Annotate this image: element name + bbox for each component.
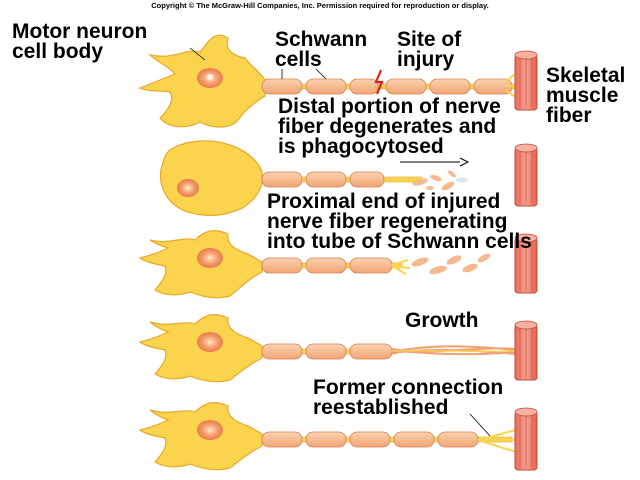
label-schwann-cells: Schwann cells (275, 28, 368, 71)
schwann-cell (349, 78, 379, 95)
neuron-cell-body-swollen (159, 140, 263, 216)
arrow-head-icon (459, 157, 470, 167)
schwann-cell (305, 78, 347, 95)
schwann-cell (261, 431, 303, 448)
regenerating-sprouts (391, 259, 411, 275)
degenerating-fragments (412, 170, 468, 191)
schwann-cell (349, 343, 393, 360)
schwann-cell (349, 257, 393, 274)
schwann-cell (437, 431, 479, 448)
schwann-cell (349, 431, 391, 448)
neuron-nucleus (197, 332, 223, 352)
row-5-reestablished (138, 402, 538, 471)
neuron-nucleus (197, 248, 223, 268)
row-4-growth (138, 314, 538, 383)
label-site-of-injury: Site of injury (397, 28, 462, 71)
growing-fiber-strands (391, 345, 516, 356)
row-1-intact-neuron (138, 34, 538, 128)
label-motor-neuron-cell-body: Motor neuron cell body (12, 20, 148, 63)
row-3-regeneration (138, 230, 538, 299)
schwann-cell-tube (411, 253, 491, 275)
schwann-cell (429, 78, 471, 95)
neuron-nucleus (177, 179, 199, 197)
label-distal-degenerates: Distal portion of nerve fiber degenerate… (278, 95, 501, 158)
schwann-cell (385, 78, 427, 95)
schwann-cell (261, 78, 303, 95)
label-skeletal-muscle-fiber: Skeletal muscle fiber (546, 64, 626, 127)
label-growth: Growth (405, 309, 479, 332)
label-proximal-regenerating: Proximal end of injured nerve fiber rege… (267, 190, 532, 253)
schwann-cell (393, 431, 435, 448)
label-former-connection: Former connection reestablished (313, 376, 504, 419)
copyright-notice: Copyright © The McGraw-Hill Companies, I… (151, 1, 489, 10)
schwann-cell (305, 257, 347, 274)
schwann-cell (305, 343, 347, 360)
schwann-cell (261, 343, 303, 360)
schwann-cell (349, 171, 385, 188)
schwann-cell (261, 171, 303, 188)
injury-mark-icon (374, 69, 384, 95)
row-2-degeneration (159, 140, 538, 216)
schwann-cell (305, 171, 347, 188)
schwann-cell (305, 431, 347, 448)
neuron-nucleus (197, 420, 223, 440)
schwann-cell (261, 257, 303, 274)
